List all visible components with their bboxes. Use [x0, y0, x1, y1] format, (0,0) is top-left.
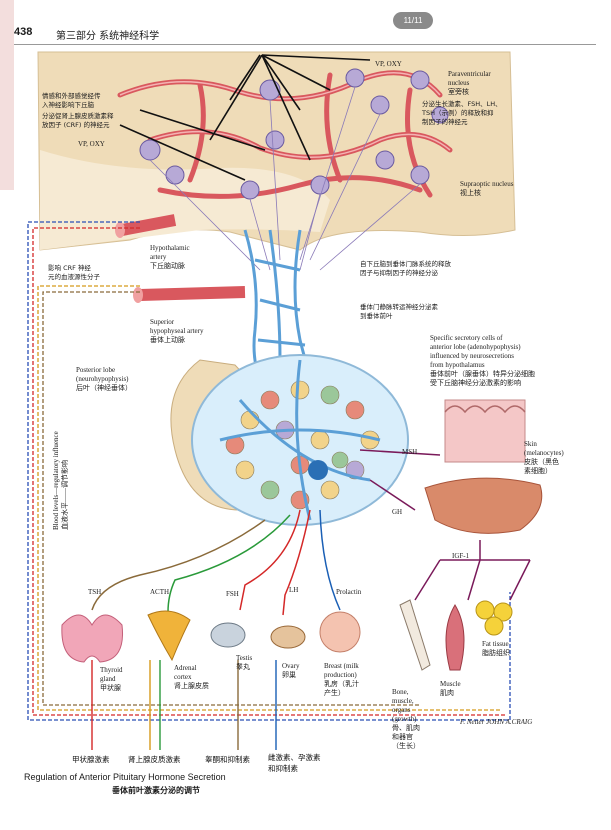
label-releasing-neurons: 分泌生长激素、FSH、LH、 TSH（示例）的释放和抑 制因子的神经元 [422, 100, 502, 126]
page-indicator-badge: 11/11 [393, 12, 433, 29]
side-tab [0, 0, 14, 190]
label-muscle: Muscle 肌肉 [440, 680, 461, 697]
breast-illustration [319, 611, 361, 653]
label-hypothalamic-artery: Hypothalamic artery 下丘脑动脉 [150, 244, 190, 270]
fat-illustration [475, 600, 513, 636]
adrenal-illustration [147, 610, 191, 662]
figure-title-cn: 垂体前叶激素分泌的调节 [112, 786, 200, 795]
output-adrenal: 肾上腺皮质激素 [128, 755, 181, 764]
label-igf: IGF-1 [452, 552, 470, 560]
label-posterior-lobe: Posterior lobe (neurohypophysis) 后叶（神经垂体… [76, 366, 132, 392]
label-fat: Fat tissue 脂肪组织 [482, 640, 510, 657]
msh-line [359, 449, 441, 456]
output-ovary: 雌激素、孕激素 和抑制素 [268, 753, 321, 773]
label-stress-inputs: 情感和外部感觉经传 入神经影响下丘脑 [42, 92, 101, 109]
liver-illustration [424, 477, 543, 534]
label-specific-cells: Specific secretory cells of anterior lob… [430, 334, 535, 387]
anterior-lobe [191, 354, 409, 526]
label-supraoptic: Supraoptic nucleus 视上核 [460, 180, 514, 197]
header-rule [14, 44, 596, 45]
label-bone: Bone, muscle, organs (growth) 骨、肌肉 和器官 （… [392, 688, 420, 750]
vein-outlet [308, 460, 328, 480]
feedback-loop [27, 221, 511, 721]
prolactin-line [319, 509, 341, 611]
thyroid-illustration [61, 614, 124, 663]
running-head: 第三部分 系统神经科学 [56, 31, 160, 42]
output-lines [91, 660, 277, 750]
label-crf-influence: 影响 CRF 神经 元的血液源性分子 [48, 264, 100, 281]
label-prolactin: Prolactin [336, 588, 362, 596]
label-adrenal: Adrenal cortex 肾上腺皮质 [174, 664, 209, 690]
label-paraventricular: Paraventricular nucleus 室旁核 [448, 70, 491, 96]
label-vp-oxy-top: VP, OXY [375, 60, 402, 68]
neurons [139, 68, 449, 200]
label-superior-artery: Superior hypophyseal artery 垂体上动脉 [150, 318, 204, 344]
label-ovary: Ovary 卵巢 [282, 662, 300, 679]
label-skin: Skin (melanocytes) 皮肤（黑色 素细胞） [524, 440, 564, 475]
skin-illustration [444, 399, 526, 463]
fsh-line [239, 509, 301, 611]
ovary-illustration [270, 625, 306, 649]
label-portal-release: 自下丘脑到垂体门脉系统的释放 因子与抑制因子的神经分泌 [360, 260, 451, 277]
axon-tracts [149, 86, 421, 271]
output-testis: 睾酮和抑制素 [205, 755, 250, 764]
label-tsh: TSH [88, 588, 102, 596]
artist-signature: F. Netter JOHN A.CRAIG [460, 718, 533, 726]
testis-illustration [210, 622, 246, 648]
label-fsh: FSH [226, 590, 239, 598]
label-testis: Testis 睾丸 [236, 654, 253, 671]
gh-line [369, 479, 416, 511]
figure-title-en: Regulation of Anterior Pituitary Hormone… [24, 772, 226, 782]
label-acth: ACTH [150, 588, 170, 596]
label-portal-veins: 垂体门静脉转运神经分泌素 到垂体前叶 [360, 303, 438, 320]
label-thyroid: Thyroid gland 甲状腺 [100, 666, 123, 692]
label-gh: GH [392, 508, 403, 516]
label-breast: Breast (milk production) 乳房（乳汁 产生） [324, 662, 359, 697]
acth-line [167, 514, 291, 613]
arterial-network-highlight [119, 72, 451, 159]
lh-line [282, 509, 311, 616]
bone-illustration [399, 599, 431, 671]
label-msh: MSH [402, 448, 418, 456]
page-number: 438 [14, 26, 33, 38]
muscle-illustration [445, 604, 465, 671]
label-lh: LH [289, 586, 299, 594]
output-thyroid: 甲状腺激素 [72, 755, 110, 764]
anterior-lobe-sinusoids [219, 359, 381, 521]
tsh-line [91, 519, 266, 611]
label-crf-neurons: 分泌促肾上腺皮质激素释 放因子 (CRF) 的神经元 [42, 112, 114, 129]
afferent-arrows [119, 54, 371, 181]
label-blood-levels: Blood levels—regulatory influence 血液水平——… [52, 431, 69, 530]
label-vp-oxy-left: VP, OXY [78, 140, 105, 148]
superior-hypophyseal-artery [139, 286, 246, 301]
